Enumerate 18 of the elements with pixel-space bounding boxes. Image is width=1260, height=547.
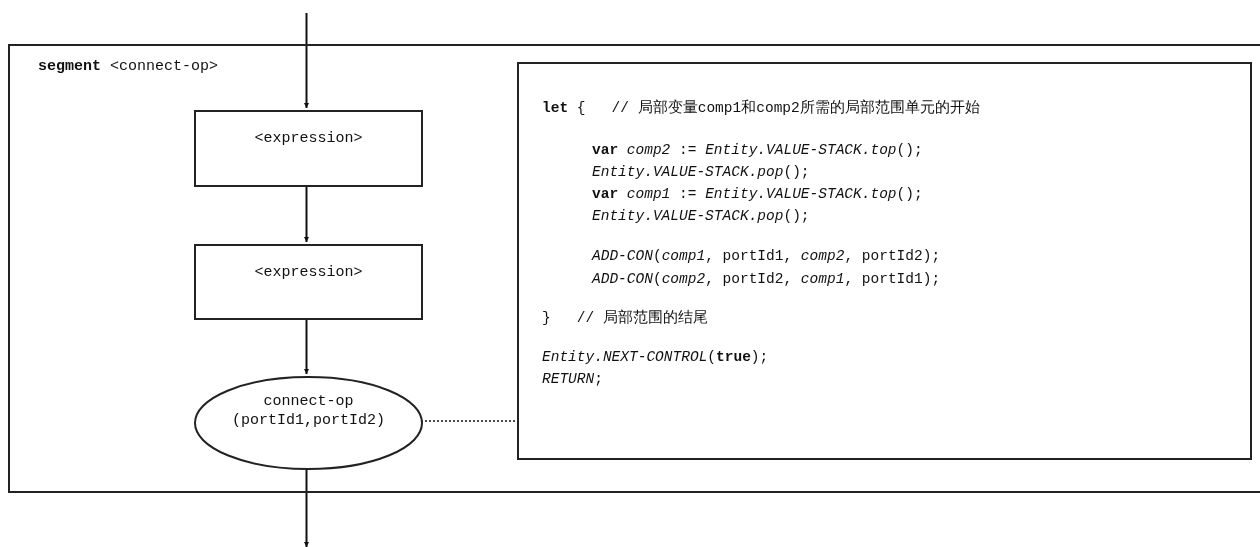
segment-title: segment <connect-op> — [38, 58, 219, 75]
segment-frame — [8, 44, 1260, 493]
process-box: <expression> — [194, 244, 423, 320]
code-line: Entity.VALUE-STACK.pop(); — [592, 207, 810, 226]
code-line: var comp2 := Entity.VALUE-STACK.top(); — [592, 141, 923, 160]
code-line: RETURN; — [542, 370, 603, 389]
code-box — [517, 62, 1252, 460]
arrow — [304, 12, 309, 109]
code-line: Entity.NEXT-CONTROL(true); — [542, 348, 769, 367]
code-line: let { // 局部变量comp1和comp2所需的局部范围单元的开始 — [542, 98, 980, 118]
arrow — [304, 467, 309, 547]
code-line: var comp1 := Entity.VALUE-STACK.top(); — [592, 185, 923, 204]
code-line: } // 局部范围的结尾 — [542, 308, 708, 328]
terminal-ellipse: connect-op (portId1,portId2) — [194, 376, 423, 470]
process-box: <expression> — [194, 110, 423, 187]
code-line: ADD-CON(comp1, portId1, comp2, portId2); — [592, 247, 941, 266]
code-line: Entity.VALUE-STACK.pop(); — [592, 163, 810, 182]
code-line: ADD-CON(comp2, portId2, comp1, portId1); — [592, 270, 941, 289]
